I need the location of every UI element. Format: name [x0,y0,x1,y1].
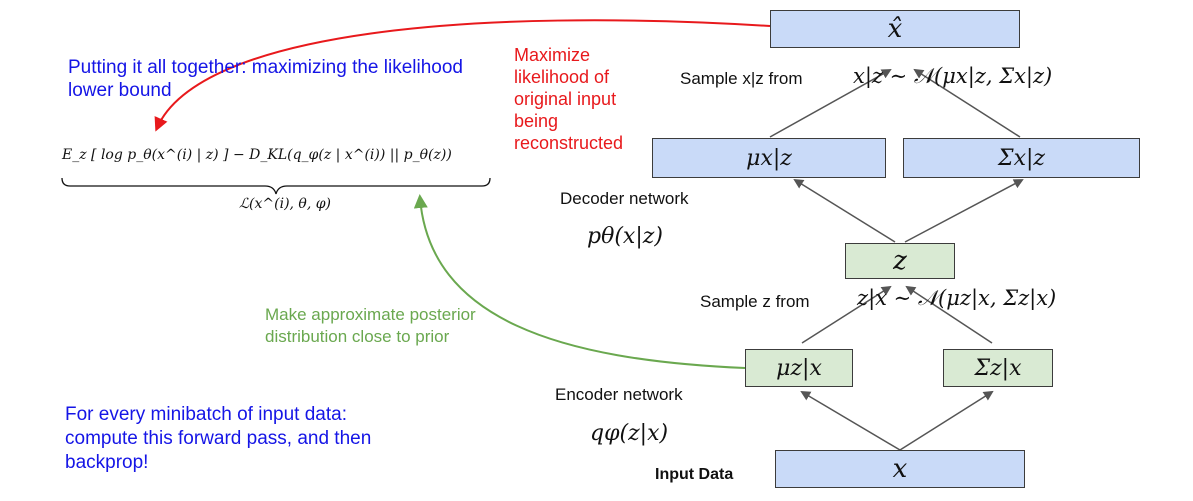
z-box: z [845,243,955,279]
encoder-label: Encoder network [555,385,683,404]
x-hat-box: x̂ [770,10,1020,48]
red-curved-arrow [154,19,771,132]
encoder-sample-label: Sample z from [700,292,810,311]
mu-x-given-z-box: μx|z [652,138,886,178]
decoder-sample-expr: x|z ∼ 𝒩(μx|z, Σx|z) [853,64,1053,88]
arrow-sigma-zx-to-z [905,285,993,344]
arrow-sigma-xz-to-xhat [913,68,1021,138]
x-input-box: x [775,450,1025,488]
mu-z-given-x-box: μz|x [745,349,853,387]
elbo-label: ℒ(x^(i), θ, φ) [238,196,332,212]
decoder-expr: pθ(x|z) [587,224,663,249]
encoder-sample-expr: z|x ∼ 𝒩(μz|x, Σz|x) [857,286,1057,310]
green-curved-arrow [413,194,746,369]
maximize-text: Maximize likelihood of original input be… [514,45,624,153]
arrow-z-to-sigma-xz [904,179,1024,243]
approx-text: Make approximate posterior distribution … [265,305,476,346]
underbrace [61,177,491,195]
arrow-z-to-mu-xz [793,178,896,243]
decoder-sample-label: Sample x|z from [680,69,803,88]
title-text: Putting it all together: maximizing the … [68,57,463,101]
encoder-expr: qφ(z|x) [590,421,669,446]
sigma-z-given-x-box: Σz|x [943,349,1053,387]
arrow-x-to-sigma-zx [899,390,994,451]
input-data-label: Input Data [655,466,734,483]
arrow-x-to-mu-zx [800,390,901,451]
arrow-mu-xz-to-xhat [769,69,892,138]
sigma-x-given-z-box: Σx|z [903,138,1140,178]
minibatch-text: For every minibatch of input data: compu… [65,404,372,473]
decoder-label: Decoder network [560,189,689,208]
arrow-mu-zx-to-z [801,285,892,344]
elbo-formula: E_z [ log p_θ(x^(i) | z) ] − D_KL(q_φ(z … [62,147,452,163]
